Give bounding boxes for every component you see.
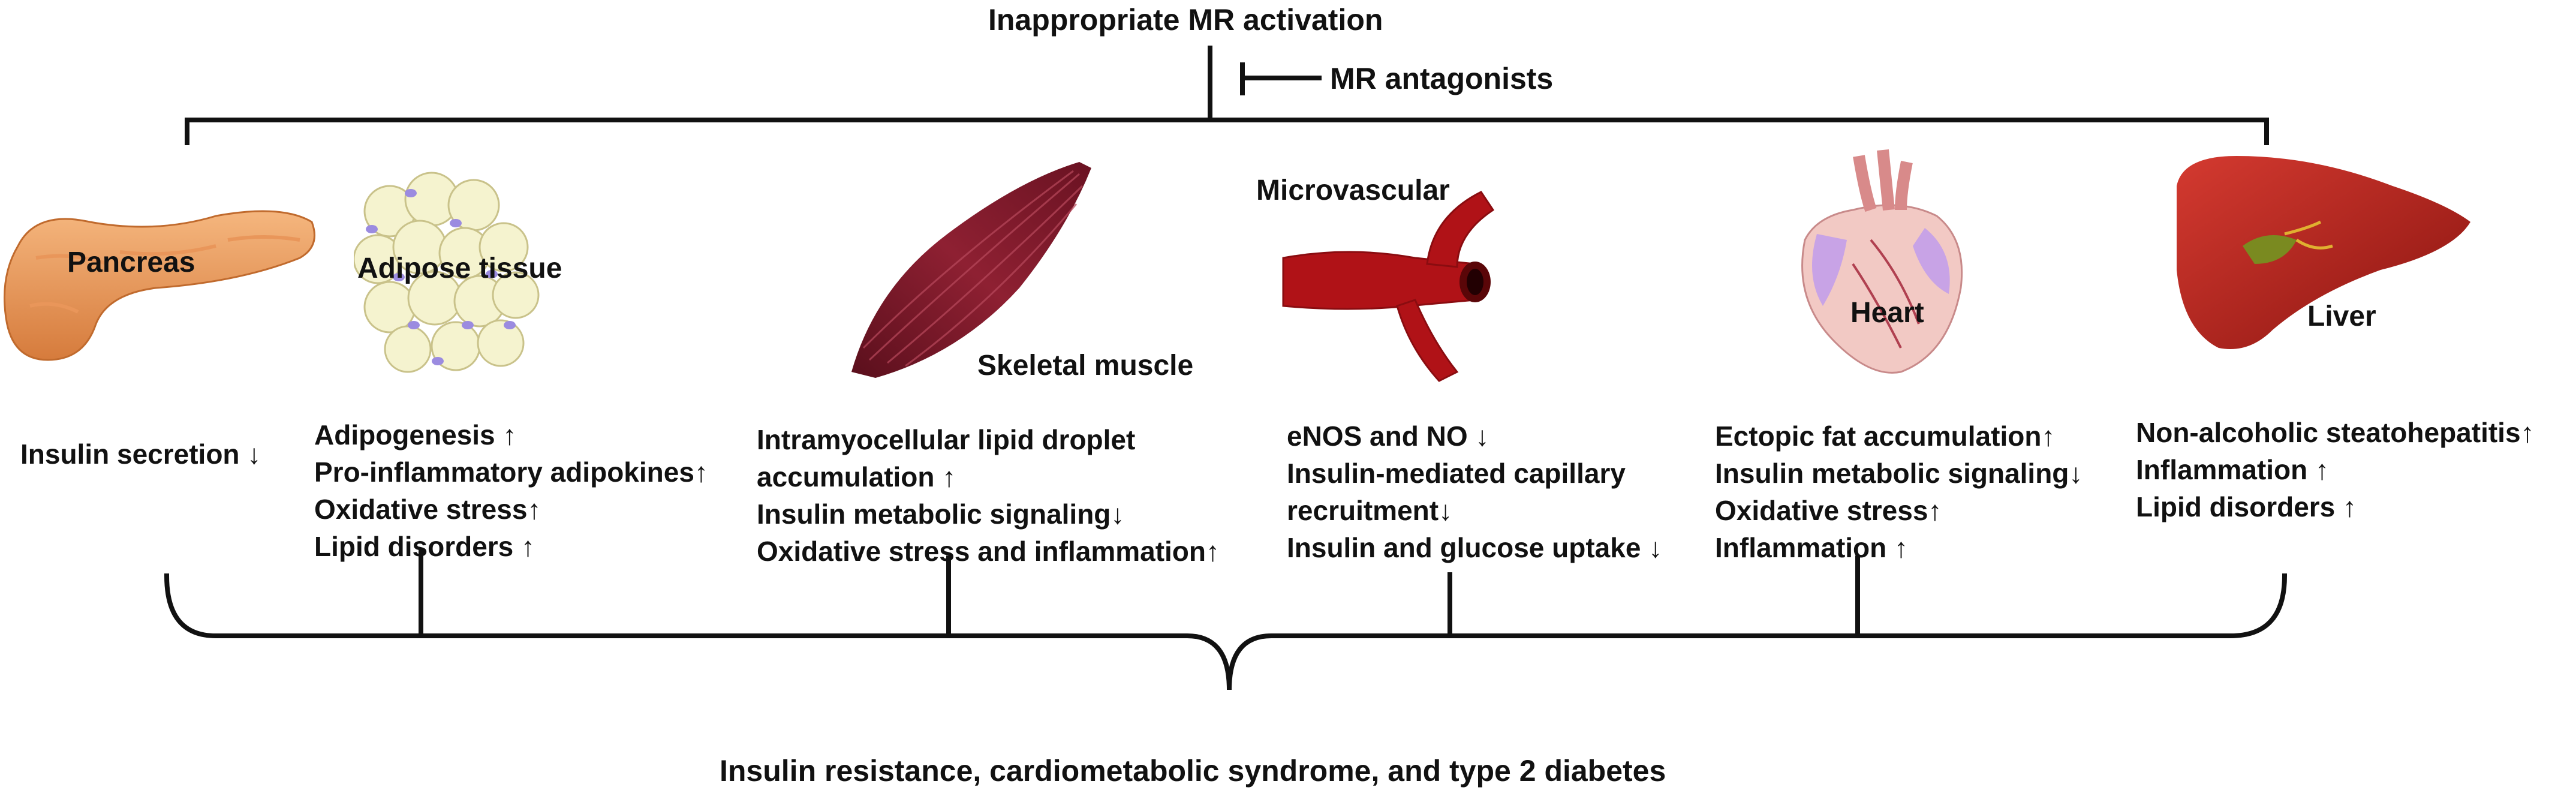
heart-illustration [1801, 149, 1963, 374]
effect-item: Pro-inflammatory adipokines↑ [314, 456, 708, 488]
effect-item: eNOS and NO ↓ [1287, 420, 1489, 452]
effect-item: Oxidative stress↑ [314, 494, 541, 525]
adipose-illustration [354, 172, 540, 373]
effect-item: Insulin metabolic signaling↓ [757, 498, 1125, 530]
effect-item: Lipid disorders ↑ [314, 531, 535, 562]
microvascular-illustration [1282, 191, 1495, 382]
bottom-brace [164, 573, 2288, 690]
effect-item: accumulation ↑ [757, 461, 956, 492]
effect-item: Non-alcoholic steatohepatitis↑ [2136, 417, 2535, 448]
effect-item: Intramyocellular lipid droplet [757, 424, 1136, 455]
effect-item: Insulin-mediated capillary [1287, 458, 1626, 489]
label-liver: Liver [2307, 301, 2376, 332]
effect-item: Inflammation ↑ [2136, 454, 2330, 485]
title-mr-activation: Inappropriate MR activation [988, 3, 1383, 37]
label-skeletal-muscle: Skeletal muscle [977, 350, 1194, 382]
liver-effects: Non-alcoholic steatohepatitis↑ Inflammat… [2136, 414, 2535, 525]
effect-item: Oxidative stress and inflammation↑ [757, 536, 1220, 567]
effect-item: Lipid disorders ↑ [2136, 491, 2357, 522]
skeletal-muscle-illustration [851, 162, 1091, 378]
label-mr-antagonists: MR antagonists [1330, 62, 1554, 95]
heart-effects: Ectopic fat accumulation↑ Insulin metabo… [1715, 417, 2083, 566]
adipose-effects: Adipogenesis ↑ Pro-inflammatory adipokin… [314, 416, 708, 565]
effect-item: recruitment↓ [1287, 495, 1453, 526]
effect-item: Insulin metabolic signaling↓ [1715, 458, 2083, 489]
label-heart: Heart [1850, 297, 1924, 329]
effect-item: Oxidative stress↑ [1715, 495, 1942, 526]
pancreas-effects: Insulin secretion ↓ [20, 435, 261, 473]
effect-item: Insulin and glucose uptake ↓ [1287, 532, 1663, 563]
outcome-label: Insulin resistance, cardiometabolic synd… [720, 754, 1666, 788]
microvascular-effects: eNOS and NO ↓ Insulin-mediated capillary… [1287, 417, 1662, 566]
label-pancreas: Pancreas [67, 247, 195, 278]
label-microvascular: Microvascular [1256, 175, 1450, 206]
pancreas-illustration [4, 210, 315, 361]
effect-item: Inflammation ↑ [1715, 532, 1909, 563]
top-bracket [185, 118, 2269, 145]
label-adipose-tissue: Adipose tissue [357, 253, 562, 284]
muscle-effects: Intramyocellular lipid droplet accumulat… [757, 421, 1220, 570]
effect-item: Adipogenesis ↑ [314, 419, 517, 450]
liver-illustration [2177, 156, 2470, 349]
effect-item: Ectopic fat accumulation↑ [1715, 420, 2056, 452]
effect-item: Insulin secretion ↓ [20, 438, 261, 470]
